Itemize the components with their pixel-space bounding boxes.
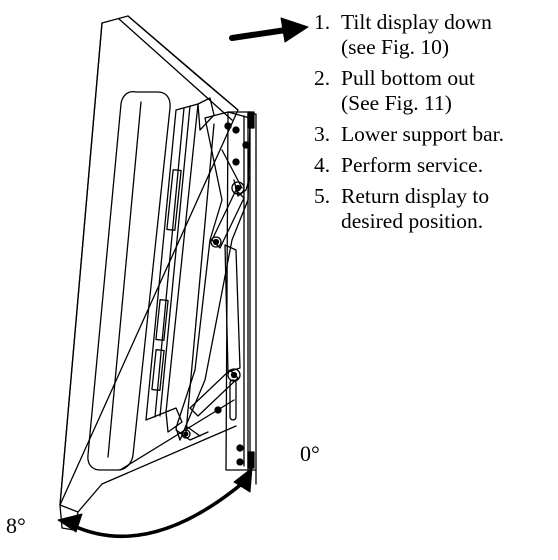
- step-number: 1.: [314, 10, 331, 34]
- list-item: 5. Return display to desired position.: [314, 184, 504, 234]
- step-text: Lower support bar.: [341, 122, 504, 147]
- display-panel-outline: [59, 15, 239, 506]
- step-text: Return display to desired position.: [341, 184, 489, 234]
- step-line: Lower support bar.: [341, 122, 505, 146]
- step-text: Perform service.: [341, 153, 483, 178]
- step-line: Tilt display down: [341, 10, 492, 34]
- angle-label-upright: 0°: [300, 441, 320, 466]
- step-line: (See Fig. 11): [341, 91, 452, 115]
- list-item: 1. Tilt display down (see Fig. 10): [314, 10, 504, 60]
- step-line: (see Fig. 10): [341, 35, 450, 59]
- list-item: 4. Perform service.: [314, 153, 504, 178]
- step-number: 3.: [314, 122, 331, 146]
- step-number: 5.: [314, 184, 331, 208]
- step-text: Pull bottom out (See Fig. 11): [341, 66, 475, 116]
- pointer-arrow: [229, 17, 309, 43]
- tilt-range-arrow: [57, 467, 253, 539]
- pivot-lower: [227, 368, 241, 382]
- screen-bezel: [87, 90, 171, 471]
- list-item: 3. Lower support bar.: [314, 122, 504, 147]
- angle-label-tilted: 8°: [6, 513, 26, 538]
- step-line: Perform service.: [341, 153, 484, 177]
- step-number: 4.: [314, 153, 331, 177]
- step-line: Return display to: [341, 184, 490, 208]
- step-line: desired position.: [341, 209, 484, 233]
- pivot-middle: [210, 236, 222, 248]
- step-text: Tilt display down (see Fig. 10): [341, 10, 492, 60]
- step-number: 2.: [314, 66, 331, 90]
- display-panel: [59, 15, 239, 531]
- hinge-rails: [145, 97, 215, 433]
- service-steps-list: 1. Tilt display down (see Fig. 10) 2. Pu…: [314, 10, 504, 240]
- step-line: Pull bottom out: [341, 66, 475, 90]
- list-item: 2. Pull bottom out (See Fig. 11): [314, 66, 504, 116]
